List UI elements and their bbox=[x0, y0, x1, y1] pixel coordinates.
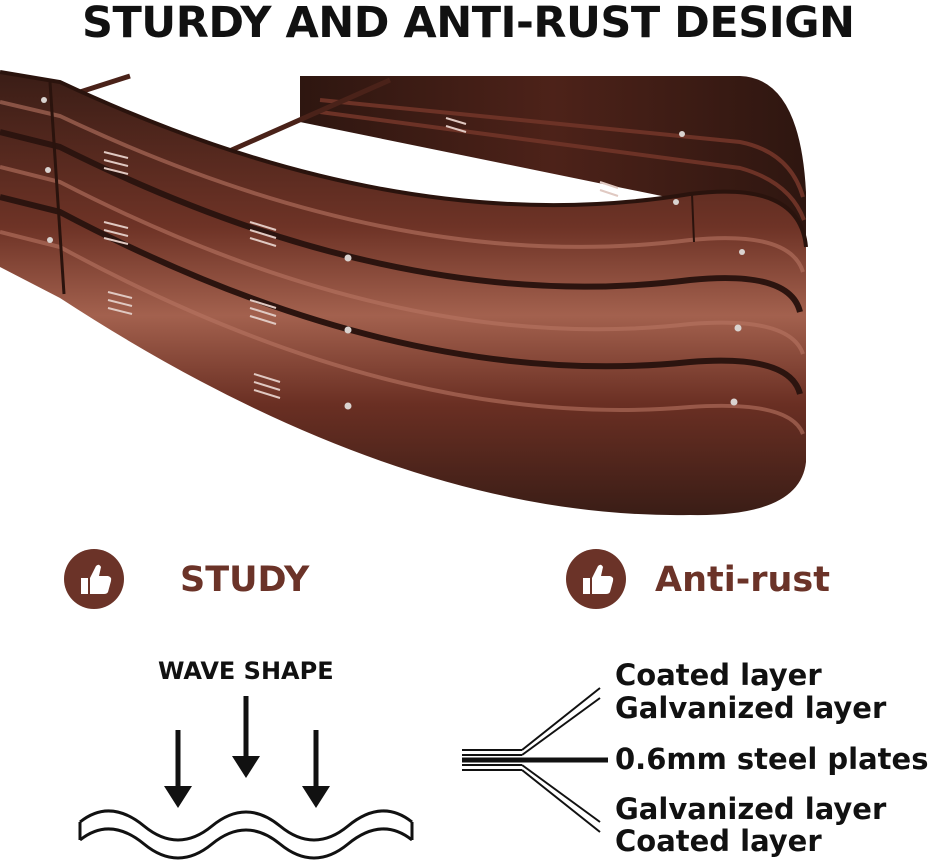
layer-label-galvanized-bottom: Galvanized layer bbox=[615, 792, 887, 826]
feature-label-anti-rust: Anti-rust bbox=[655, 560, 830, 600]
layer-label-coated-bottom: Coated layer bbox=[615, 824, 822, 858]
thumbs-up-icon bbox=[566, 549, 626, 609]
layer-label-galvanized-top: Galvanized layer bbox=[615, 691, 887, 725]
wave-shape-title: WAVE SHAPE bbox=[158, 657, 334, 685]
raised-garden-bed-image bbox=[0, 70, 808, 516]
headline: STURDY AND ANTI-RUST DESIGN bbox=[82, 0, 855, 48]
wave-shape-diagram bbox=[78, 696, 414, 860]
layer-label-steel-plates: 0.6mm steel plates bbox=[615, 742, 928, 776]
feature-label-study: STUDY bbox=[180, 560, 310, 600]
thumbs-up-icon bbox=[64, 549, 124, 609]
layer-lines-diagram bbox=[462, 687, 608, 833]
layer-label-coated-top: Coated layer bbox=[615, 658, 822, 692]
